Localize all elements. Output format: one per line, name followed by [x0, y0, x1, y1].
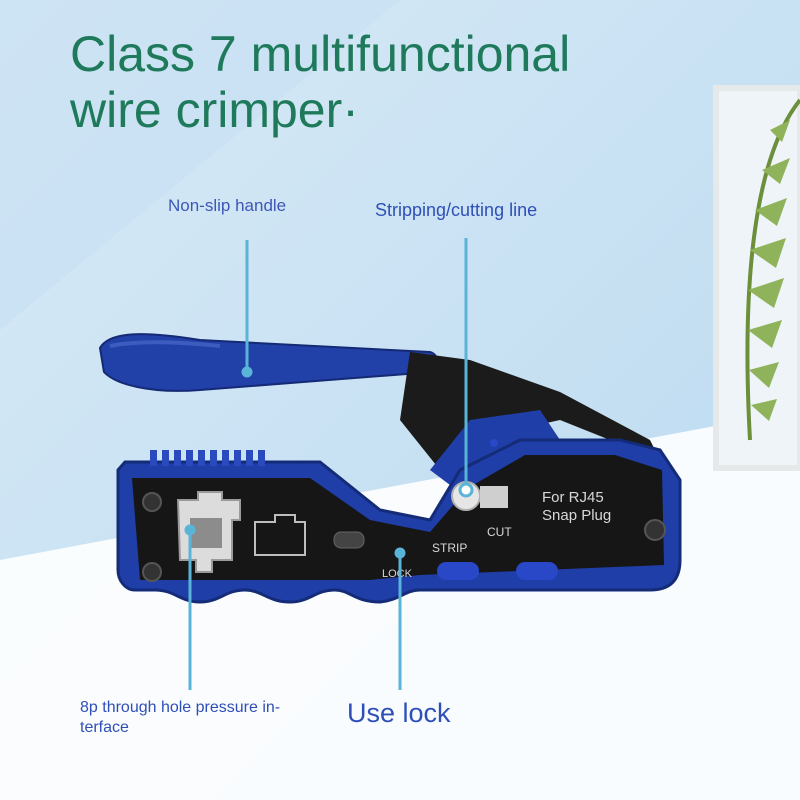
- 8p-through-hole-interface: [176, 491, 306, 573]
- cut-label: CUT: [487, 525, 512, 539]
- screw-icon: [142, 492, 162, 512]
- screw-icon: [142, 562, 162, 582]
- strip-button[interactable]: [437, 562, 479, 580]
- for-rj45-label: For RJ45: [542, 489, 604, 506]
- leader-lines: [184, 238, 474, 690]
- ridged-grip: [150, 450, 265, 466]
- snap-plug-label: Snap Plug: [542, 507, 611, 524]
- screw-icon: [644, 519, 666, 541]
- callout-use-lock: Use lock: [347, 698, 451, 728]
- cut-button[interactable]: [516, 562, 558, 580]
- callout-8p-through-hole: 8p through hole pressure in-terface: [80, 699, 281, 736]
- lock-slider[interactable]: [333, 531, 365, 549]
- strip-label: STRIP: [432, 541, 467, 555]
- title-line-2: wire crimper·: [70, 82, 359, 138]
- page-title: Class 7 multifunctional wire crimper·: [70, 26, 710, 138]
- title-line-1: Class 7 multifunctional: [70, 26, 571, 82]
- callout-stripping-cutting-line: Stripping/cutting line: [375, 200, 538, 220]
- lock-label: LOCK: [382, 568, 413, 580]
- callout-non-slip-handle: Non-slip handle: [168, 196, 287, 215]
- plant-picture-frame: [713, 85, 800, 471]
